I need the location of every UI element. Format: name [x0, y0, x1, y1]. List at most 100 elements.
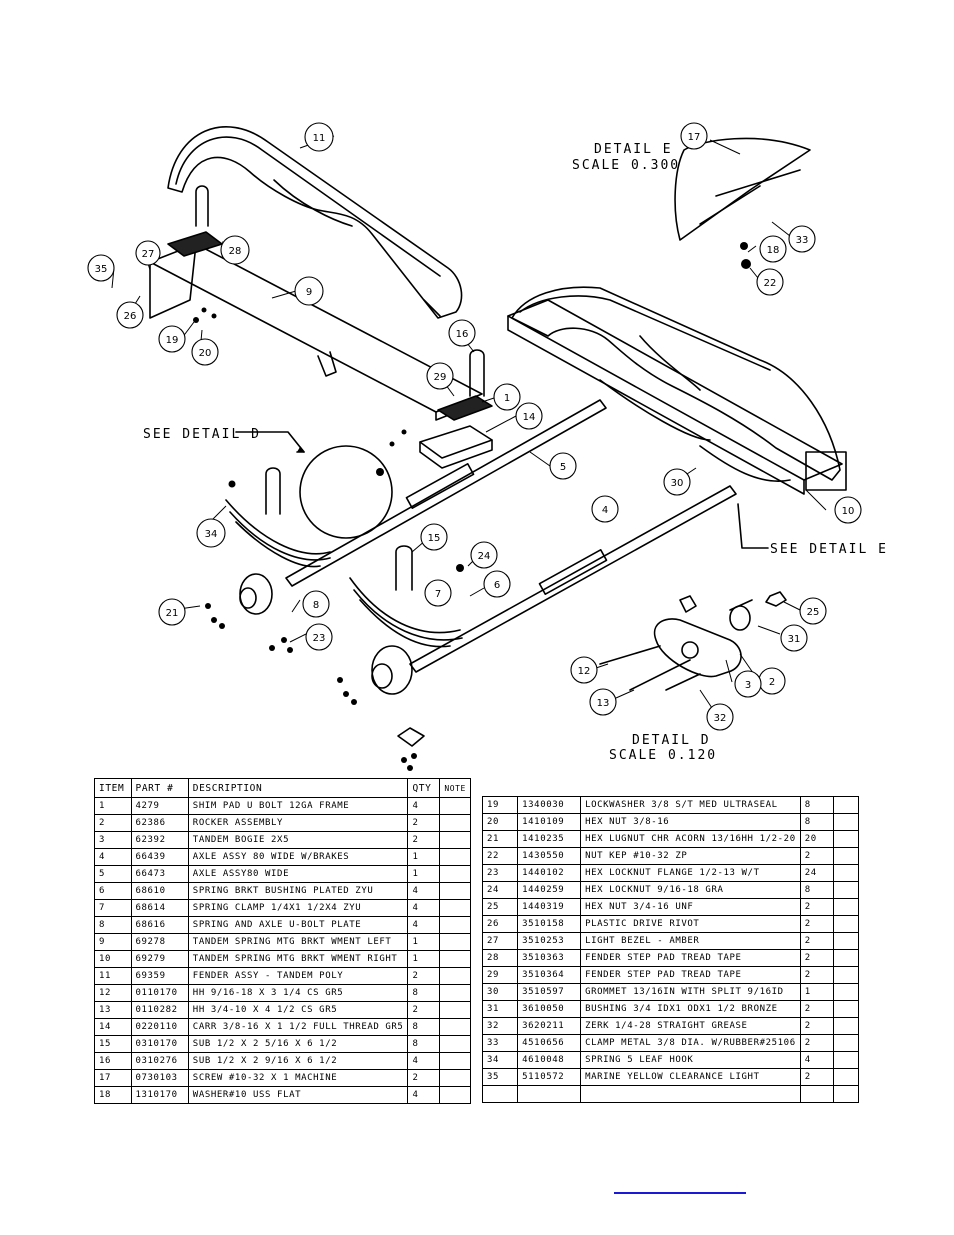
cell-note — [833, 898, 859, 916]
cell-note — [833, 966, 859, 984]
cell-description: NUT KEP #10-32 ZP — [580, 847, 801, 865]
cell-note — [439, 814, 471, 832]
cell-part: 69359 — [130, 967, 189, 985]
cell-item: 25 — [481, 898, 519, 916]
balloon-26: 26 — [124, 311, 137, 322]
cell-note — [833, 830, 859, 848]
cell-description: SPRING BRKT BUSHING PLATED ZYU — [187, 882, 409, 900]
cell-description: SCREW #10-32 X 1 MACHINE — [187, 1069, 409, 1087]
right-bracket — [507, 299, 843, 495]
cell-item: 29 — [481, 966, 519, 984]
cell-item: 13 — [94, 1001, 132, 1019]
cell-qty: 2 — [799, 949, 835, 967]
cell-description: BUSHING 3/4 IDX1 ODX1 1/2 BRONZE — [580, 1000, 801, 1018]
cell-note — [833, 915, 859, 933]
cell-description: MARINE YELLOW CLEARANCE LIGHT — [580, 1068, 801, 1086]
cell-item: 10 — [94, 950, 132, 968]
detail-e-title: DETAIL E — [594, 142, 673, 157]
cell-description: HEX LOCKNUT 9/16-18 GRA — [580, 881, 801, 899]
cell-part: 66473 — [130, 865, 189, 883]
cell-description: AXLE ASSY 80 WIDE W/BRAKES — [187, 848, 409, 866]
cell-qty: 2 — [407, 831, 441, 849]
cell-part: 1440102 — [517, 864, 582, 882]
cell-qty: 4 — [407, 882, 441, 900]
cell-note — [439, 1069, 471, 1087]
balloon-35: 35 — [95, 264, 108, 275]
cell-part: 0310276 — [130, 1052, 189, 1070]
detail-d-assembly — [599, 591, 787, 691]
cell-item: 20 — [481, 813, 519, 831]
cell-part: 68610 — [130, 882, 189, 900]
cell-qty — [799, 1085, 835, 1103]
cell-description: HH 9/16-18 X 3 1/4 CS GR5 — [187, 984, 409, 1002]
cell-part: 69279 — [130, 950, 189, 968]
cell-part: 69278 — [130, 933, 189, 951]
balloon-32: 32 — [714, 713, 727, 724]
cell-note — [439, 848, 471, 866]
cell-description: TANDEM SPRING MTG BRKT WMENT LEFT — [187, 933, 409, 951]
cell-note — [833, 1051, 859, 1069]
cell-description: HH 3/4-10 X 4 1/2 CS GR5 — [187, 1001, 409, 1019]
balloon-11: 11 — [313, 133, 326, 144]
balloon-1: 1 — [504, 393, 510, 404]
cell-item: 30 — [481, 983, 519, 1001]
cell-qty: 2 — [407, 967, 441, 985]
balloon-10: 10 — [842, 506, 855, 517]
cell-part: 3510363 — [517, 949, 582, 967]
cell-item: 18 — [94, 1086, 132, 1104]
right-fender — [511, 286, 847, 491]
cell-part: 4610048 — [517, 1051, 582, 1069]
cell-description: WASHER#10 USS FLAT — [187, 1086, 409, 1104]
balloon-3: 3 — [745, 680, 751, 691]
cell-description: FENDER STEP PAD TREAD TAPE — [580, 949, 801, 967]
balloon-31: 31 — [788, 634, 801, 645]
cell-description: SHIM PAD U BOLT 12GA FRAME — [187, 797, 409, 815]
cell-part: 0110282 — [130, 1001, 189, 1019]
cell-qty: 1 — [799, 983, 835, 1001]
cell-qty: 4 — [407, 1086, 441, 1104]
cell-description: SPRING 5 LEAF HOOK — [580, 1051, 801, 1069]
step-pads — [167, 231, 493, 469]
cell-note — [439, 1035, 471, 1053]
cell-qty: 2 — [407, 1069, 441, 1087]
cell-description: CARR 3/8-16 X 1 1/2 FULL THREAD GR5 — [187, 1018, 409, 1036]
detail-d-callout-circle — [299, 445, 393, 539]
cell-note — [833, 1085, 859, 1103]
cell-part: 3510253 — [517, 932, 582, 950]
cell-qty: 2 — [799, 915, 835, 933]
cell-part: 4279 — [130, 797, 189, 815]
balloon-5: 5 — [560, 462, 566, 473]
balloon-30: 30 — [671, 478, 684, 489]
cell-part: 1440259 — [517, 881, 582, 899]
footer-link-underline[interactable] — [614, 1192, 746, 1194]
cell-note — [439, 865, 471, 883]
cell-description: SUB 1/2 X 2 5/16 X 6 1/2 — [187, 1035, 409, 1053]
balloon-34: 34 — [205, 529, 218, 540]
cell-description: TANDEM BOGIE 2X5 — [187, 831, 409, 849]
balloon-16: 16 — [456, 329, 469, 340]
cell-part: 1340030 — [517, 796, 582, 814]
cell-note — [439, 1052, 471, 1070]
table-row — [481, 1085, 859, 1103]
cell-item: 28 — [481, 949, 519, 967]
balloon-27: 27 — [142, 249, 155, 260]
header-note: NOTE — [439, 778, 471, 798]
cell-item: 5 — [94, 865, 132, 883]
